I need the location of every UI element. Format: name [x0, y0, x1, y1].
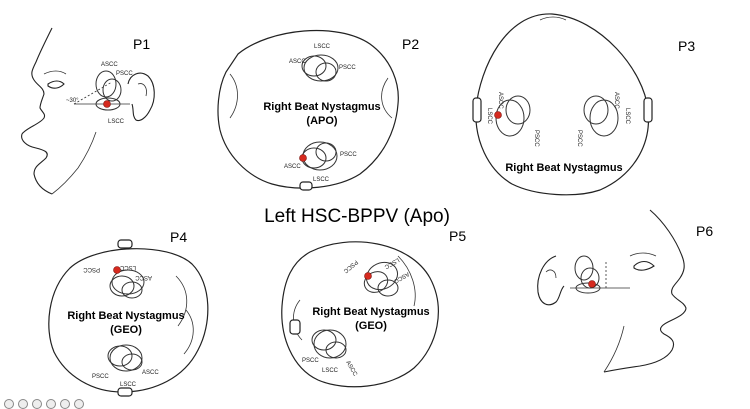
otolith-dot [113, 266, 121, 274]
nystagmus-type: (GEO) [110, 324, 142, 336]
face-profile-right [603, 209, 687, 373]
control-dot[interactable] [32, 399, 42, 409]
panel-p2: P2 LSCC ASCC PSCC ASCC PSCC LSCC Right B… [217, 29, 419, 191]
canal-label: LSCC [624, 108, 630, 125]
head-top-view [48, 248, 209, 393]
panel-p4: P4 PSCC LSCC ASCC PSCC LSCC ASCC Right B… [48, 229, 209, 397]
nystagmus-label: Right Beat Nystagmus [67, 310, 184, 322]
panel-p6: P6 [537, 209, 713, 373]
canal-label: PSCC [92, 374, 109, 380]
panel-label: P5 [449, 228, 466, 244]
panel-label: P3 [678, 38, 695, 54]
otolith-dot [299, 154, 307, 162]
face-jaw [51, 131, 97, 195]
canal-label: ASCC [497, 92, 503, 109]
canal-label: ASCC [135, 274, 152, 280]
diagram-title: Left HSC-BPPV (Apo) [264, 206, 450, 227]
canal-label: ASCC [142, 370, 159, 376]
canal-label: PSCC [576, 130, 582, 147]
canal-label: PSCC [533, 130, 539, 147]
otolith-dot [103, 100, 111, 108]
viewer-controls [0, 399, 750, 409]
ear-outline [537, 255, 565, 306]
head-top-view [217, 29, 399, 189]
head-top-view [475, 13, 650, 196]
nystagmus-type: (APO) [306, 115, 338, 127]
nystagmus-label: Right Beat Nystagmus [263, 101, 380, 113]
canal-label: ASCC [284, 164, 301, 170]
canal-label: LSCC [314, 44, 331, 50]
nystagmus-label: Right Beat Nystagmus [312, 306, 429, 318]
face-brow [629, 252, 657, 257]
panel-p5: P5 PSCC LSCC ASCC PSCC LSCC ASCC Right B… [281, 228, 466, 388]
panel-label: P4 [170, 229, 187, 245]
otolith-dot [364, 272, 372, 280]
canal-label: PSCC [116, 71, 133, 77]
canal-label: PSCC [340, 152, 357, 158]
control-dot[interactable] [46, 399, 56, 409]
canal-label: PSCC [302, 358, 319, 364]
control-dot[interactable] [60, 399, 70, 409]
ear-outline [127, 72, 155, 122]
face-jaw [603, 325, 625, 373]
head-top-view [281, 241, 439, 388]
canal-label: ASCC [101, 62, 118, 68]
canal-label: LSCC [108, 119, 125, 125]
canal-label: LSCC [119, 264, 136, 270]
panel-p3: P3 ASCC LSCC PSCC ASCC LSCC PSCC Right B… [472, 13, 695, 196]
otolith-dot [494, 111, 502, 119]
canal-label: LSCC [486, 108, 492, 125]
canal-label: LSCC [120, 382, 137, 388]
face-eye [47, 80, 65, 89]
nystagmus-label: Right Beat Nystagmus [505, 162, 622, 174]
canal-label: ASCC [613, 92, 619, 109]
control-dot[interactable] [4, 399, 14, 409]
otolith-dot [588, 280, 596, 288]
canal-label: PSCC [339, 65, 356, 71]
control-dot[interactable] [18, 399, 28, 409]
canal-label: ASCC [289, 59, 306, 65]
panel-label: P6 [696, 223, 713, 239]
canal-label: LSCC [313, 177, 330, 183]
face-profile-left [21, 27, 53, 195]
face-eye [633, 260, 655, 271]
panel-label: P1 [133, 36, 150, 52]
panel-p1: P1 ASCC PSCC LSCC ~30° [21, 27, 155, 195]
canal-label: LSCC [322, 368, 339, 374]
control-dot[interactable] [74, 399, 84, 409]
panel-label: P2 [402, 36, 419, 52]
nystagmus-type: (GEO) [355, 320, 387, 332]
canal-label: PSCC [83, 266, 100, 272]
angle-label: ~30° [66, 98, 79, 104]
face-brow [43, 70, 67, 75]
